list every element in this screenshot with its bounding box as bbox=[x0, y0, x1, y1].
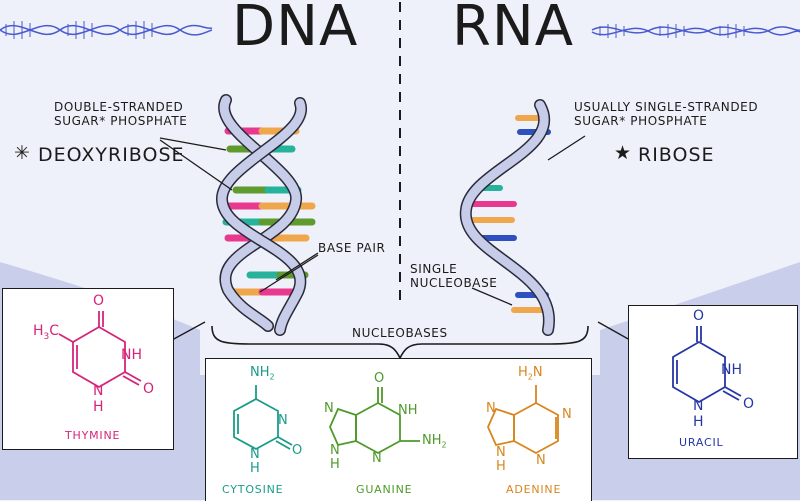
guanine-n-left: N bbox=[324, 401, 334, 416]
single-nucleobase-label-line1: SINGLE bbox=[410, 262, 458, 276]
adenine-n-bottom: N bbox=[536, 453, 546, 468]
thymine-h: H bbox=[93, 399, 104, 415]
uracil-nh: NH bbox=[721, 362, 742, 378]
guanine-name: GUANINE bbox=[356, 483, 413, 496]
thymine-o-top: O bbox=[93, 293, 105, 309]
uracil-o-top: O bbox=[693, 308, 705, 324]
thymine-n: N bbox=[93, 383, 104, 399]
guanine-nh2: NH2 bbox=[422, 433, 447, 450]
guanine-h: H bbox=[330, 457, 340, 472]
uracil-name: URACIL bbox=[679, 436, 724, 449]
uracil-h: H bbox=[693, 414, 704, 430]
rna-title: RNA bbox=[452, 0, 575, 59]
thymine-o-right: O bbox=[143, 381, 155, 397]
uracil-n: N bbox=[693, 398, 704, 414]
cytosine-n: N bbox=[250, 447, 260, 462]
deoxyribose-symbol: ✳ bbox=[14, 142, 31, 164]
uracil-card: O NH O N H URACIL bbox=[628, 305, 798, 459]
helix-banner-left-icon bbox=[0, 21, 213, 39]
helix-banner-right-icon bbox=[591, 24, 800, 38]
cytosine-o: O bbox=[292, 443, 303, 458]
dna-strand-label-line2: SUGAR* PHOSPHATE bbox=[54, 114, 188, 128]
guanine-structure-icon bbox=[329, 387, 420, 455]
adenine-h2n: H2N bbox=[518, 365, 543, 382]
adenine-name: ADENINE bbox=[506, 483, 562, 496]
adenine-n-right: N bbox=[562, 407, 572, 422]
adenine-n-h: N bbox=[496, 445, 506, 460]
cytosine-name: CYTOSINE bbox=[222, 483, 284, 496]
deoxyribose-label: DEOXYRIBOSE bbox=[38, 144, 185, 166]
base-pair-label: BASE PAIR bbox=[318, 241, 386, 255]
dna-title: DNA bbox=[232, 0, 359, 59]
annotation-lines bbox=[159, 135, 631, 341]
ribose-label: RIBOSE bbox=[638, 144, 715, 166]
cytosine-n-right: N bbox=[278, 413, 288, 428]
thymine-name: THYMINE bbox=[65, 429, 121, 442]
rna-strand-label-line1: USUALLY SINGLE-STRANDED bbox=[574, 100, 759, 114]
guanine-n-bottom: N bbox=[372, 451, 382, 466]
adenine-n-left: N bbox=[486, 401, 496, 416]
rna-strand bbox=[459, 99, 555, 336]
adenine-h: H bbox=[496, 459, 506, 474]
nucleobases-label: NUCLEOBASES bbox=[352, 326, 448, 340]
rna-strand-label-line2: SUGAR* PHOSPHATE bbox=[574, 114, 708, 128]
thymine-structure-icon bbox=[58, 311, 142, 389]
guanine-n-h: N bbox=[330, 443, 340, 458]
dna-strand-label-line1: DOUBLE-STRANDED bbox=[54, 100, 184, 114]
adenine-structure-icon bbox=[487, 385, 559, 455]
thymine-card: H3C O NH O N H THYMINE bbox=[2, 288, 174, 450]
cytosine-h: H bbox=[250, 461, 260, 476]
cytosine-structure-icon bbox=[233, 385, 293, 451]
thymine-h3c: H3C bbox=[33, 323, 60, 342]
single-nucleobase-label-line2: NUCLEOBASE bbox=[410, 276, 498, 290]
nucleobases-panel: NH2 N O N H CYTOSINE O NH NH2 N N N H GU… bbox=[205, 358, 592, 501]
uracil-structure-icon bbox=[672, 326, 742, 404]
thymine-nh: NH bbox=[121, 347, 142, 363]
cytosine-nh2: NH2 bbox=[250, 365, 275, 382]
guanine-nh: NH bbox=[398, 403, 418, 418]
guanine-o: O bbox=[374, 371, 385, 386]
ribose-symbol: ★ bbox=[614, 142, 633, 164]
uracil-o-right: O bbox=[743, 396, 755, 412]
dna-helix bbox=[216, 94, 316, 336]
